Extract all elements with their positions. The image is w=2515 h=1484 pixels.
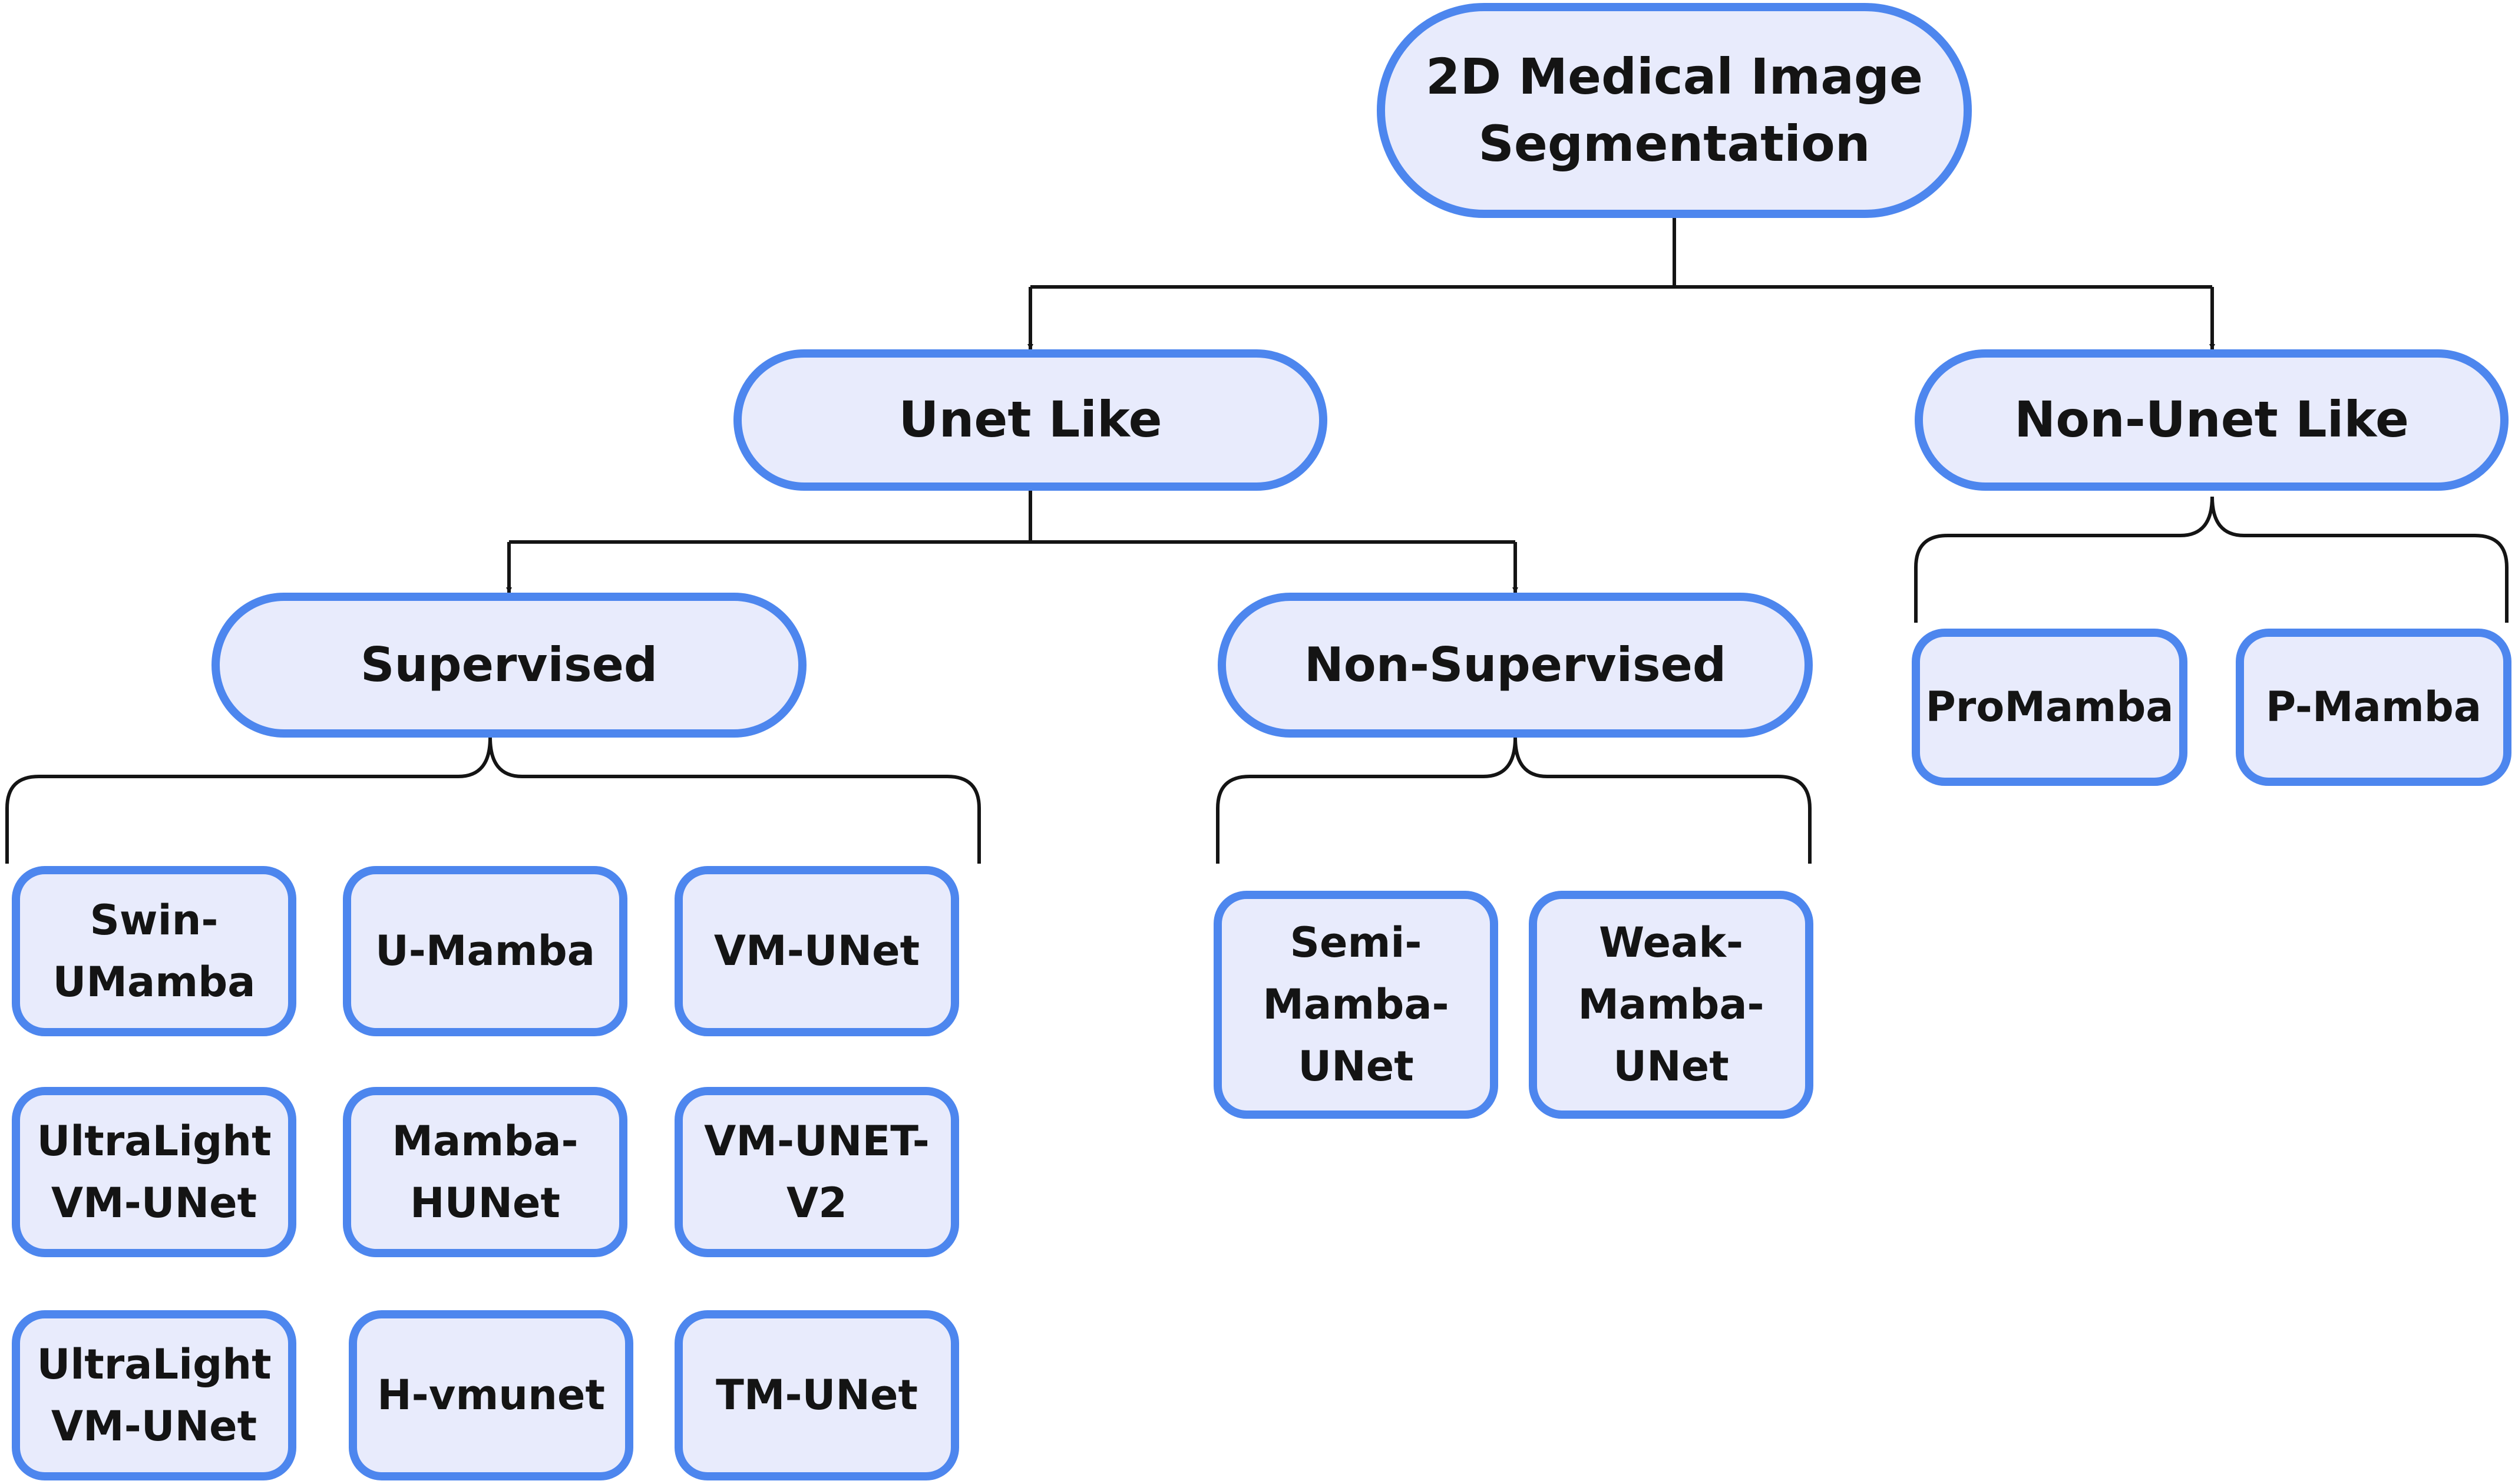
- brace-non-unet-like: [1914, 496, 2509, 623]
- model-label: H-vmunet: [377, 1371, 605, 1419]
- model-promamba: ProMamba: [1912, 629, 2187, 786]
- model-vm-unet-v2: VM-UNET- V2: [675, 1087, 959, 1257]
- model-label: UltraLight VM-UNet: [37, 1340, 272, 1450]
- model-label: Weak- Mamba- UNet: [1578, 918, 1764, 1090]
- model-vm-unet: VM-UNet: [675, 866, 959, 1036]
- model-label: VM-UNet: [713, 927, 920, 975]
- model-ultralight-vm-unet-2: UltraLight VM-UNet: [12, 1310, 296, 1480]
- model-semi-mamba-unet: Semi- Mamba- UNet: [1214, 891, 1498, 1119]
- model-label: P-Mamba: [2265, 683, 2482, 731]
- model-label: UltraLight VM-UNet: [37, 1116, 272, 1227]
- model-label: TM-UNet: [716, 1371, 918, 1419]
- root-node: 2D Medical Image Segmentation: [1377, 3, 1972, 218]
- root-label: 2D Medical Image Segmentation: [1426, 48, 1923, 173]
- model-mamba-hunet: Mamba- HUNet: [343, 1087, 627, 1257]
- model-swin-umamba: Swin- UMamba: [12, 866, 296, 1036]
- model-label: Semi- Mamba- UNet: [1263, 918, 1449, 1090]
- model-label: VM-UNET- V2: [704, 1116, 930, 1227]
- supervised-node: Supervised: [211, 593, 807, 738]
- unet-like-label: Unet Like: [898, 391, 1162, 449]
- non-unet-like-label: Non-Unet Like: [2014, 391, 2409, 449]
- brace-supervised: [5, 737, 981, 864]
- non-unet-like-node: Non-Unet Like: [1915, 349, 2509, 491]
- model-h-vmunet: H-vmunet: [349, 1310, 633, 1480]
- model-label: Mamba- HUNet: [392, 1116, 579, 1227]
- brace-non-supervised: [1216, 737, 1812, 864]
- non-supervised-node: Non-Supervised: [1218, 593, 1813, 738]
- model-ultralight-vm-unet: UltraLight VM-UNet: [12, 1087, 296, 1257]
- non-supervised-label: Non-Supervised: [1304, 637, 1727, 692]
- model-weak-mamba-unet: Weak- Mamba- UNet: [1529, 891, 1813, 1119]
- model-label: ProMamba: [1925, 683, 2174, 731]
- model-tm-unet: TM-UNet: [675, 1310, 959, 1480]
- unet-like-node: Unet Like: [733, 349, 1327, 491]
- model-label: Swin- UMamba: [52, 895, 256, 1006]
- model-p-mamba: P-Mamba: [2236, 629, 2511, 786]
- model-u-mamba: U-Mamba: [343, 866, 627, 1036]
- model-label: U-Mamba: [375, 927, 596, 975]
- supervised-label: Supervised: [360, 637, 658, 692]
